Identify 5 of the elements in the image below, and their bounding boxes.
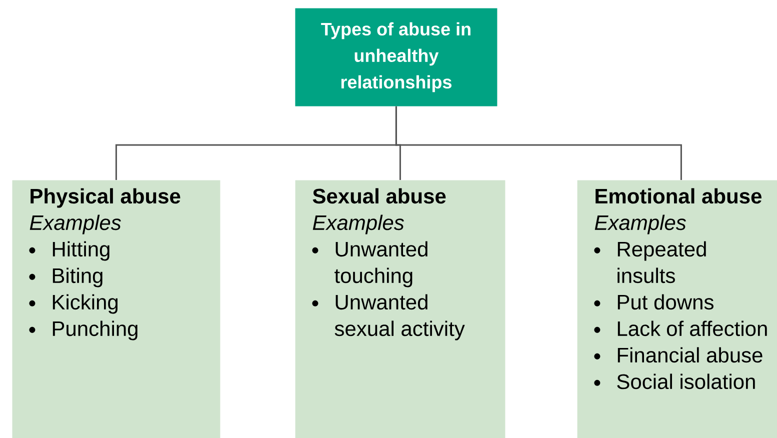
connector-line	[395, 106, 682, 180]
category-box: Physical abuse Examples Hitting Biting Kicking Punching	[12, 180, 220, 438]
heading-box: Types of abuse in unhealthy relationships	[295, 8, 498, 106]
category-box: Sexual abuse Examples Unwanted touching Unwanted sexual activity	[295, 180, 506, 438]
category-box: Emotional abuse Examples Repeated insults Put downs Lack of affection Financial abuse Social isolation	[577, 180, 777, 438]
